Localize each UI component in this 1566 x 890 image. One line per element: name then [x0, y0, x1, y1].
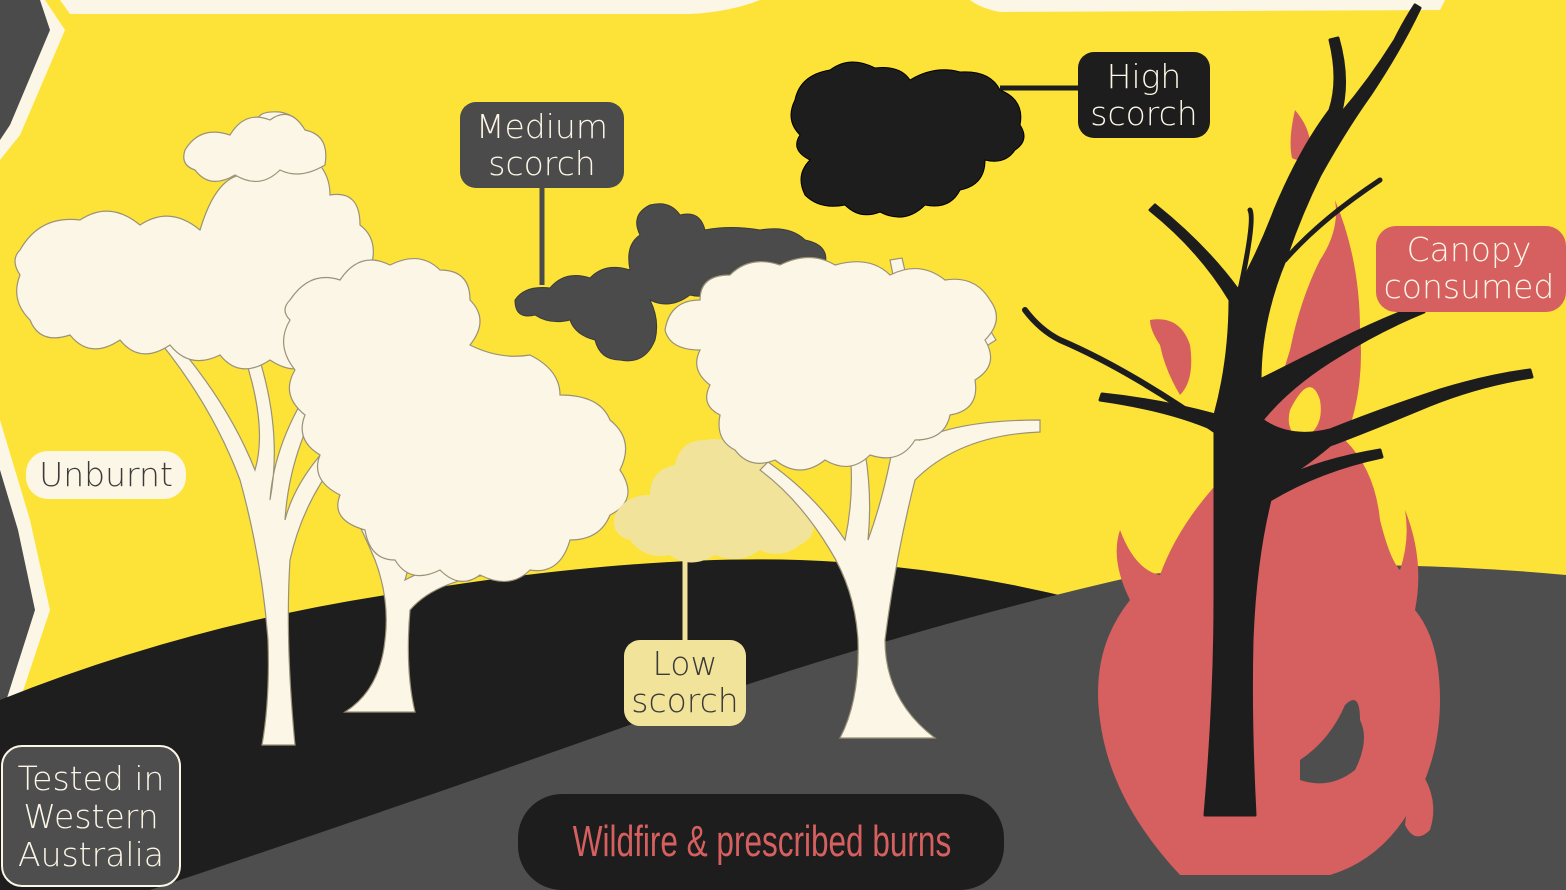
canopy-consumed-label-line2: consumed: [1384, 267, 1555, 306]
top-left-panel: [60, 0, 760, 14]
unburnt-label-text: Unburnt: [39, 455, 173, 494]
high-scorch-label-line2: scorch: [1090, 94, 1197, 133]
unburnt-label: Unburnt: [26, 451, 186, 499]
low-scorch-label-line2: scorch: [631, 681, 738, 720]
title-banner: Wildfire & prescribed burns: [518, 794, 1004, 890]
medium-scorch-label-line2: scorch: [488, 144, 595, 183]
high-scorch-label-line1: High: [1107, 57, 1182, 96]
tested-in-label-line2: Western: [23, 797, 158, 836]
tested-in-label: Tested in Western Australia: [2, 746, 180, 886]
title-banner-text: Wildfire & prescribed burns: [573, 818, 951, 866]
tested-in-label-line3: Australia: [18, 835, 164, 874]
top-right-panel: [970, 0, 1445, 12]
low-scorch-label-line1: Low: [653, 644, 718, 683]
tested-in-label-line1: Tested in: [18, 759, 165, 798]
medium-scorch-label-line1: Medium: [476, 107, 608, 146]
canopy-consumed-label-line1: Canopy: [1407, 230, 1532, 269]
canopy-consumed-label: Canopy consumed: [1376, 226, 1566, 312]
